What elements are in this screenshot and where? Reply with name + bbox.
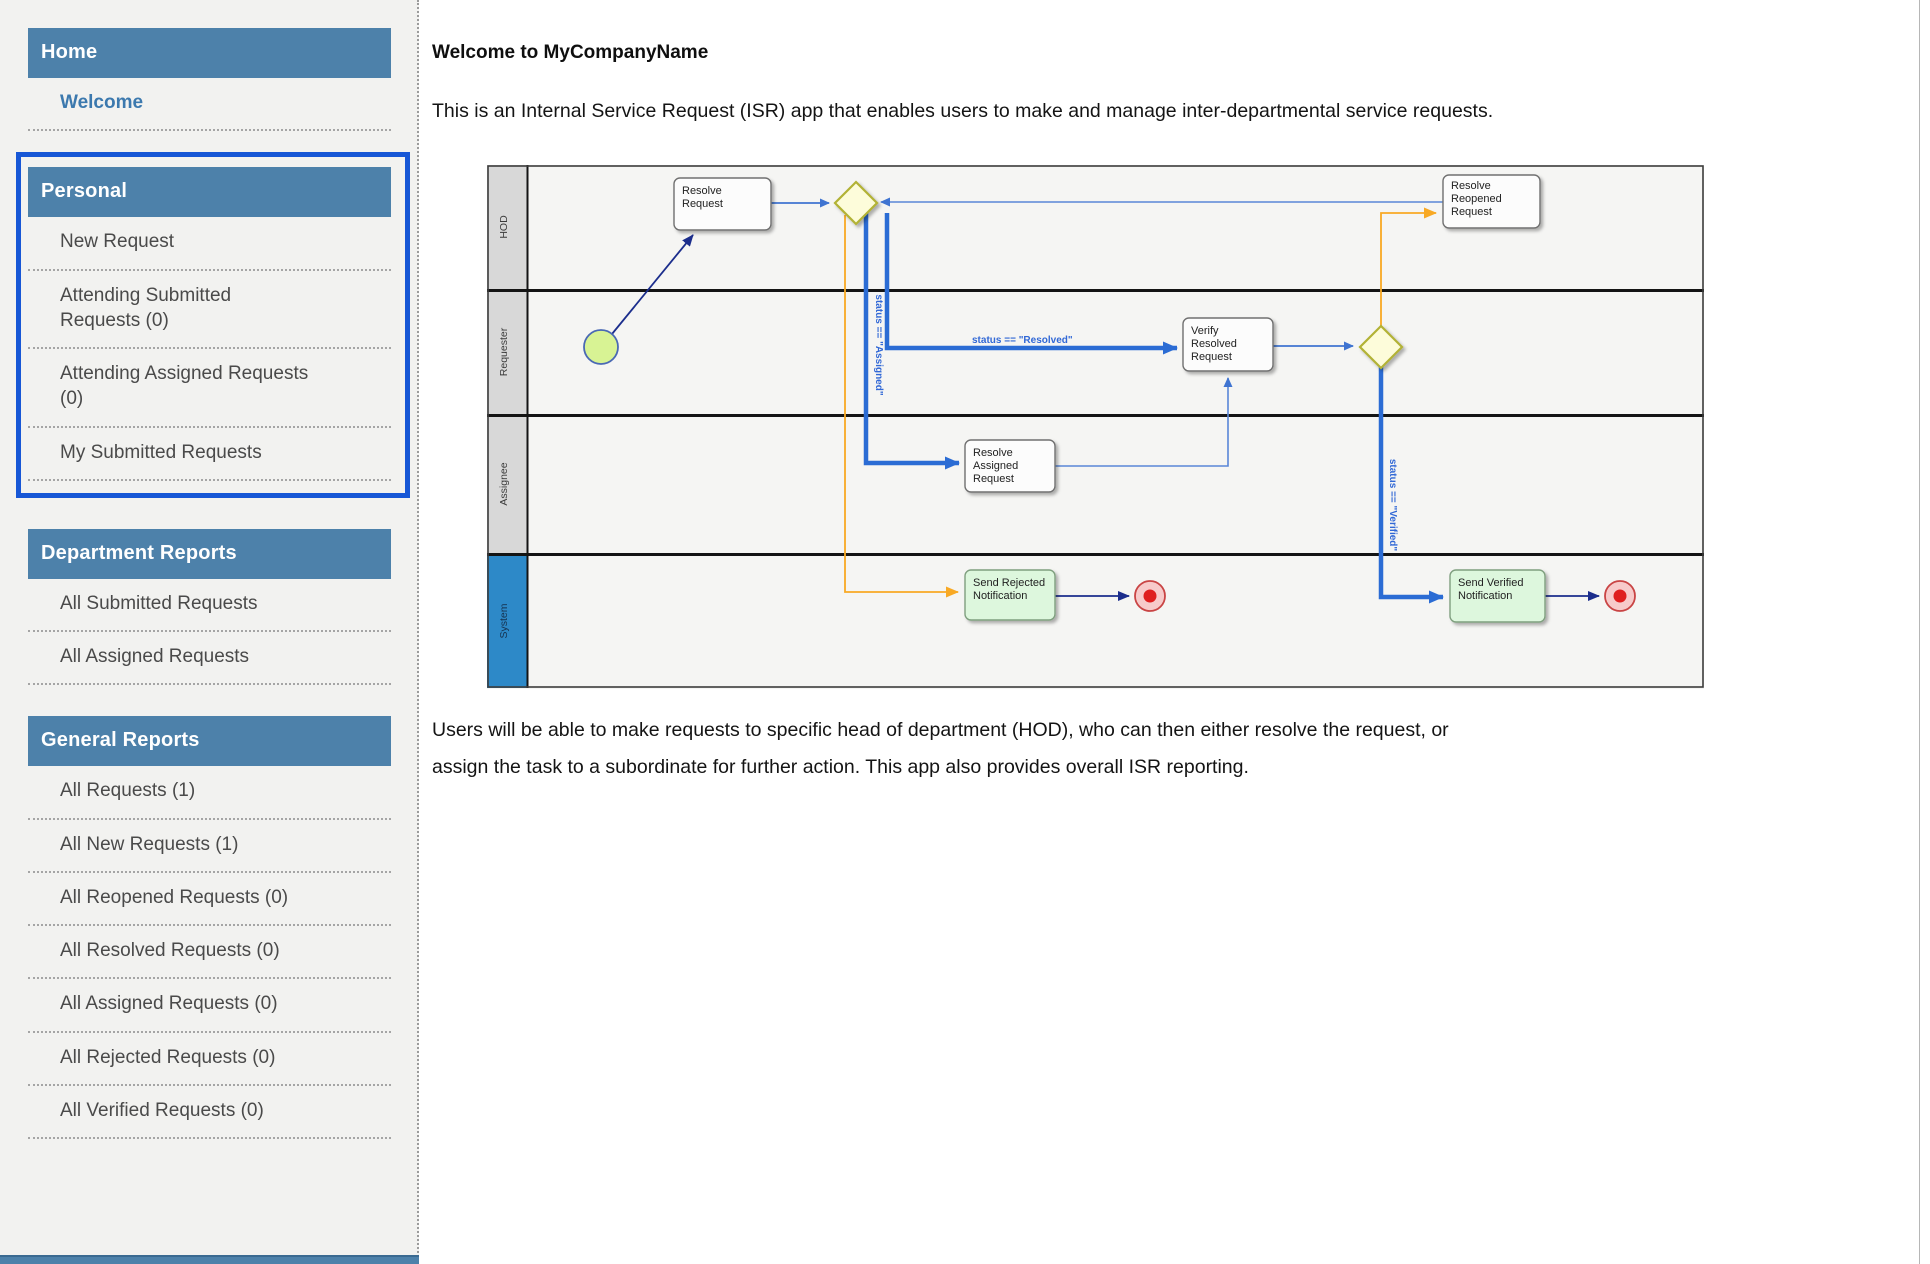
sidebar-item-label: Welcome [60, 92, 144, 113]
svg-text:Request: Request [682, 198, 723, 210]
workflow-diagram-svg: status == "Resolved" status == "Assigned… [487, 165, 1704, 689]
flow-assigned-to-verify [1055, 377, 1233, 467]
sidebar-item-all-assigned-requests-general[interactable]: All Assigned Requests (0) [28, 979, 391, 1033]
condition-verified-label: status == "Verified" [1387, 459, 1398, 552]
svg-text:Request: Request [973, 473, 1014, 485]
svg-text:Send Rejected: Send Rejected [973, 577, 1045, 589]
workflow-diagram: status == "Resolved" status == "Assigned… [487, 165, 1704, 689]
sidebar-header-department-reports: Department Reports [28, 528, 391, 579]
sidebar-item-label: Attending Assigned Requests (0) [60, 363, 309, 410]
condition-resolved-label: status == "Resolved" [972, 335, 1073, 346]
flow-gateway1-resolved [884, 213, 1178, 355]
sidebar-item-label: All Requests (1) [60, 780, 196, 802]
sidebar-item-label: All Assigned Requests [60, 646, 250, 668]
lane-requester-label-cell [487, 290, 527, 415]
svg-text:Reopened: Reopened [1451, 193, 1502, 205]
svg-text:Resolved: Resolved [1191, 338, 1237, 350]
page-title: Welcome to MyCompanyName [432, 42, 709, 63]
flow-gateway2-verified [1378, 347, 1444, 604]
svg-text:Resolve: Resolve [973, 447, 1013, 459]
lane-label-system: System [498, 603, 510, 638]
sidebar-header-general-reports: General Reports [28, 716, 391, 767]
window-right-edge [1919, 0, 1920, 1264]
task-resolve-reopened-request: Resolve Reopened Request [1442, 174, 1541, 229]
sidebar-bottom-bar [0, 1255, 419, 1264]
lane-label-requester: Requester [498, 327, 510, 376]
sidebar-item-label: All New Requests (1) [60, 833, 239, 855]
sidebar-item-all-new-requests[interactable]: All New Requests (1) [28, 820, 391, 873]
sidebar-item-welcome[interactable]: Welcome [28, 78, 391, 132]
diagram-border [487, 165, 1704, 688]
sidebar-item-label: Attending Submitted Requests (0) [60, 284, 232, 331]
lane-assignee-label-cell [487, 415, 527, 554]
sidebar: Home Welcome Personal New Request Attend… [0, 0, 419, 1264]
svg-text:Resolve: Resolve [1451, 180, 1491, 192]
sidebar-item-label: My Submitted Requests [60, 441, 262, 463]
sidebar-item-label: All Submitted Requests [60, 592, 258, 614]
sidebar-item-label: New Request [60, 231, 175, 253]
sidebar-section-general-reports: General Reports All Requests (1) All New… [28, 716, 391, 1140]
task-send-rejected-notification: Send Rejected Notification [964, 569, 1056, 621]
sidebar-item-all-requests[interactable]: All Requests (1) [28, 766, 391, 820]
flow-start-to-resolve-request [611, 234, 694, 335]
end-event-rejected [1134, 580, 1166, 612]
sidebar-item-all-verified-requests[interactable]: All Verified Requests (0) [28, 1086, 391, 1140]
outro-line-1: Users will be able to make requests to s… [432, 719, 1449, 741]
start-event [583, 329, 619, 365]
sidebar-section-personal: Personal New Request Attending Submitted… [16, 152, 410, 498]
sidebar-item-label: All Resolved Requests (0) [60, 940, 280, 962]
flow-gateway1-assigned [863, 213, 960, 470]
svg-text:Request: Request [1451, 206, 1492, 218]
sidebar-item-label: All Reopened Requests (0) [60, 886, 289, 908]
sidebar-section-home: Home Welcome [28, 28, 391, 132]
flow-gateway1-rejected-orange [844, 215, 959, 598]
gateway-requester-decision [1358, 324, 1404, 370]
lane-hod-label-cell [487, 165, 527, 290]
svg-text:Notification: Notification [1458, 590, 1512, 602]
sidebar-item-new-request[interactable]: New Request [28, 217, 391, 271]
svg-text:Request: Request [1191, 351, 1232, 363]
end-event-verified [1604, 580, 1636, 612]
sidebar-item-label: All Assigned Requests (0) [60, 993, 278, 1015]
sidebar-section-department-reports: Department Reports All Submitted Request… [28, 528, 391, 686]
sidebar-item-all-submitted-requests[interactable]: All Submitted Requests [28, 579, 391, 633]
sidebar-item-all-rejected-requests[interactable]: All Rejected Requests (0) [28, 1033, 391, 1086]
gateway-hod-decision [833, 180, 879, 226]
condition-assigned-label: status == "Assigned" [873, 294, 884, 395]
svg-text:Notification: Notification [973, 590, 1027, 602]
outro-paragraph: Users will be able to make requests to s… [432, 712, 1892, 786]
lane-system-label-cell [487, 554, 527, 688]
svg-text:Send Verified: Send Verified [1458, 577, 1523, 589]
sidebar-item-attending-assigned-requests[interactable]: Attending Assigned Requests (0) [28, 349, 391, 428]
task-resolve-request: Resolve Request [673, 177, 772, 231]
task-resolve-assigned-request: Resolve Assigned Request [964, 439, 1056, 493]
sidebar-item-all-resolved-requests[interactable]: All Resolved Requests (0) [28, 926, 391, 980]
sidebar-header-home: Home [28, 28, 391, 78]
svg-text:Assigned: Assigned [973, 460, 1018, 472]
sidebar-header-personal: Personal [28, 167, 391, 218]
sidebar-item-attending-submitted-requests[interactable]: Attending Submitted Requests (0) [28, 271, 391, 350]
task-send-verified-notification: Send Verified Notification [1449, 569, 1546, 623]
svg-text:Resolve: Resolve [682, 185, 722, 197]
outro-line-2: assign the task to a subordinate for fur… [432, 756, 1249, 778]
sidebar-item-label: All Verified Requests (0) [60, 1099, 264, 1121]
flow-gateway2-reopened-orange [1380, 207, 1437, 347]
svg-text:Verify: Verify [1191, 325, 1219, 337]
sidebar-item-my-submitted-requests[interactable]: My Submitted Requests [28, 428, 391, 481]
sidebar-item-all-reopened-requests[interactable]: All Reopened Requests (0) [28, 873, 391, 927]
sidebar-item-all-assigned-requests-dept[interactable]: All Assigned Requests [28, 632, 391, 686]
task-verify-resolved-request: Verify Resolved Request [1182, 317, 1274, 372]
intro-paragraph: This is an Internal Service Request (ISR… [432, 100, 1494, 122]
lane-label-hod: HOD [498, 215, 510, 239]
lane-label-assignee: Assignee [498, 462, 510, 505]
sidebar-item-label: All Rejected Requests (0) [60, 1046, 276, 1068]
